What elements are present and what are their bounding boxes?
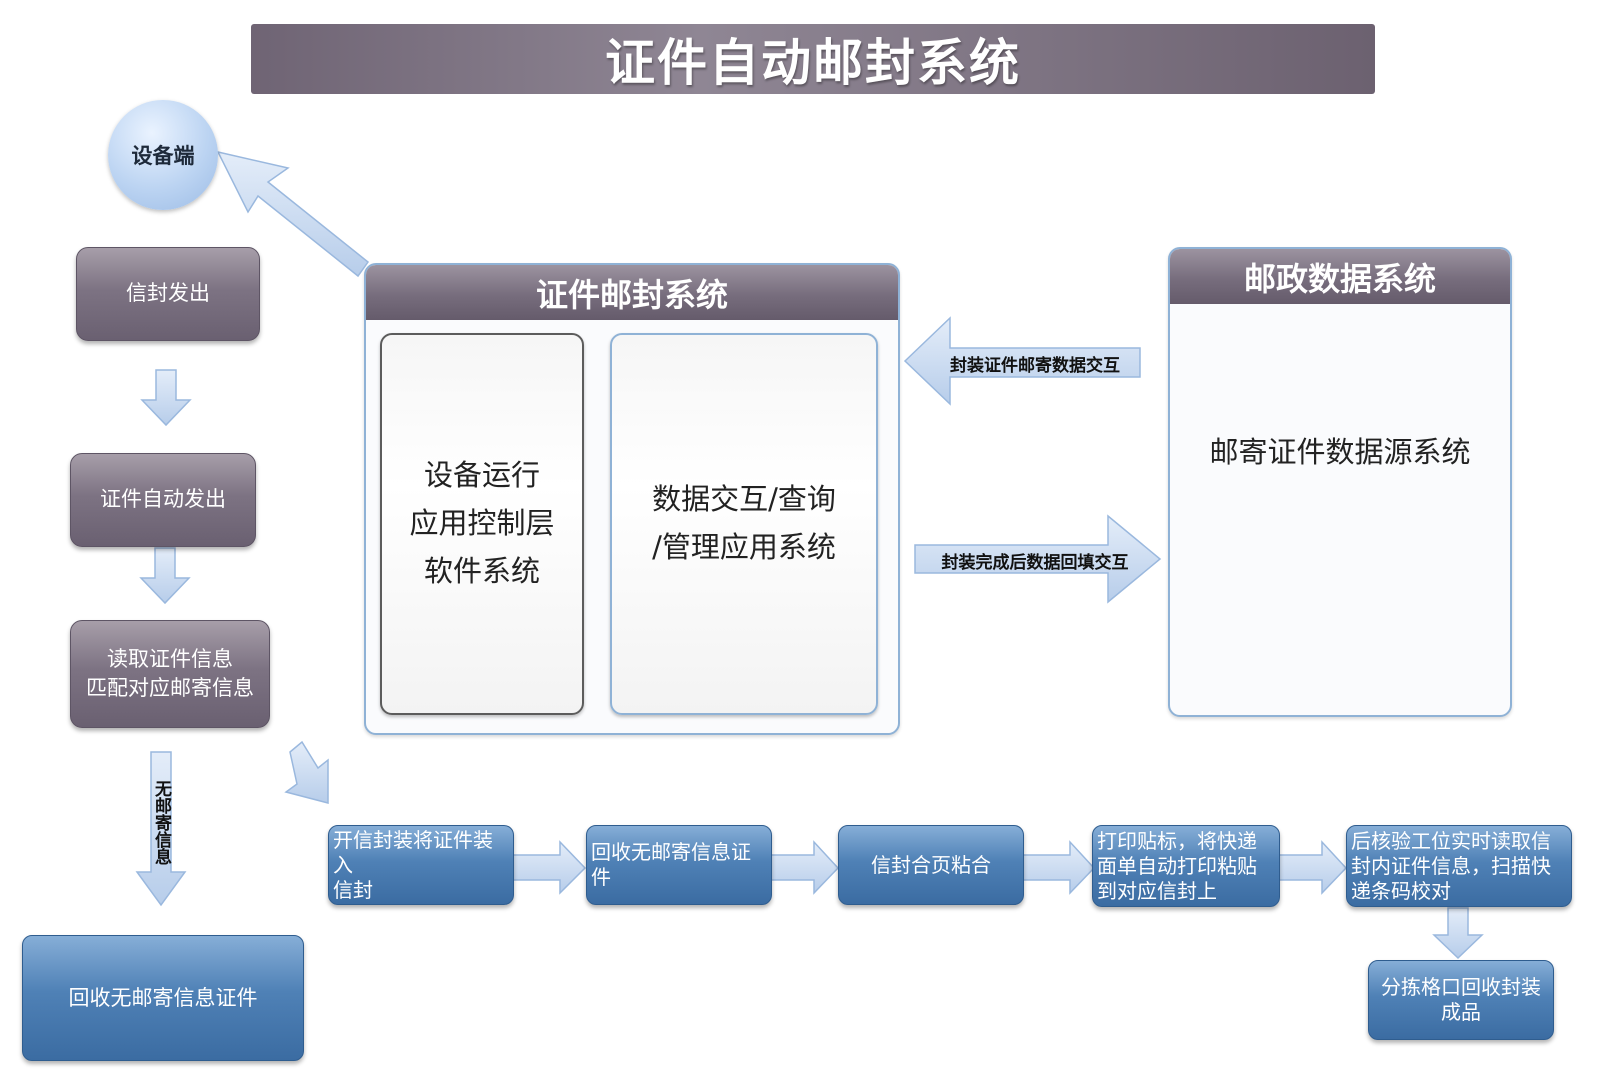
step-cert-auto-out: 证件自动发出 (70, 453, 256, 547)
step-print-label-line3: 到对应信封上 (1097, 878, 1217, 903)
step-sort-finished: 分拣格口回收封装 成品 (1368, 960, 1554, 1040)
step-verify-scan-line2: 封内证件信息，扫描快 (1351, 853, 1551, 878)
interaction-to-postal-label: 封装完成后数据回填交互 (941, 552, 1129, 573)
step-recycle-cert: 回收无邮寄信息证件 (586, 825, 772, 905)
step-print-label: 打印贴标，将快递 面单自动打印粘贴 到对应信封上 (1092, 825, 1280, 907)
step-read-cert-info: 读取证件信息 匹配对应邮寄信息 (70, 620, 270, 728)
step-cert-auto-out-label: 证件自动发出 (100, 487, 226, 512)
arrow-down-1 (140, 369, 192, 427)
title-banner: 证件自动邮封系统 (251, 24, 1375, 94)
arrow-down-2 (139, 547, 191, 605)
step-pack-envelope-line2: 信封 (333, 877, 373, 902)
arrow-to-cert-system (903, 316, 1141, 406)
postal-system-title: 邮政数据系统 (1243, 259, 1436, 298)
step-read-cert-info-line1: 读取证件信息 (107, 646, 233, 671)
data-management-box: 数据交互/查询 /管理应用系统 (610, 333, 878, 715)
step-pack-envelope: 开信封装将证件装入 信封 (328, 825, 514, 905)
interaction-to-cert-label: 封装证件邮寄数据交互 (950, 355, 1120, 376)
reject-box: 回收无邮寄信息证件 (22, 935, 304, 1061)
page-title: 证件自动邮封系统 (605, 34, 1021, 92)
step-glue-envelope: 信封合页粘合 (838, 825, 1024, 905)
cert-system-title: 证件邮封系统 (535, 275, 728, 314)
postal-system-header: 邮政数据系统 (1170, 249, 1510, 304)
arrow-h-2 (769, 840, 840, 895)
step-pack-envelope-line1: 开信封装将证件装入 (333, 827, 493, 877)
branch-label: 无邮寄信息 (151, 780, 171, 865)
arrow-to-device (216, 150, 370, 278)
cert-system-panel: 证件邮封系统 设备运行 应用控制层 软件系统 数据交互/查询 /管理应用系统 (364, 263, 900, 735)
device-control-software-box: 设备运行 应用控制层 软件系统 (380, 333, 584, 715)
arrow-to-bottom-flow (284, 740, 329, 804)
postal-system-body: 邮寄证件数据源系统 (1209, 435, 1471, 469)
device-control-line2: 应用控制层 (409, 506, 555, 541)
arrow-to-postal-system (914, 514, 1162, 604)
step-read-cert-info-line2: 匹配对应邮寄信息 (86, 676, 254, 700)
arrow-h-1 (511, 840, 587, 895)
step-sort-finished-line1: 分拣格口回收封装 (1381, 975, 1541, 999)
step-print-label-line2: 面单自动打印粘贴 (1097, 853, 1257, 878)
arrow-down-final (1432, 907, 1484, 960)
data-management-line2: /管理应用系统 (652, 530, 836, 564)
arrow-h-4 (1275, 840, 1348, 895)
data-management-line1: 数据交互/查询 (652, 482, 836, 517)
reject-box-label: 回收无邮寄信息证件 (68, 985, 258, 1010)
step-verify-scan: 后核验工位实时读取信 封内证件信息，扫描快 递条码校对 (1346, 825, 1572, 907)
arrow-h-3 (1021, 840, 1096, 895)
cert-system-header: 证件邮封系统 (366, 265, 898, 320)
step-sort-finished-line2: 成品 (1441, 1000, 1481, 1024)
device-control-line1: 设备运行 (423, 458, 540, 493)
arrow-down-branch (135, 751, 187, 907)
step-glue-envelope-label: 信封合页粘合 (871, 852, 991, 877)
step-envelope-out-label: 信封发出 (126, 281, 210, 306)
device-node: 设备端 (108, 100, 218, 210)
step-envelope-out: 信封发出 (76, 247, 260, 341)
device-control-line3: 软件系统 (423, 553, 540, 588)
step-verify-scan-line1: 后核验工位实时读取信 (1351, 828, 1551, 853)
postal-system-panel: 邮政数据系统 邮寄证件数据源系统 (1168, 247, 1512, 717)
step-recycle-cert-label: 回收无邮寄信息证件 (591, 840, 751, 889)
step-print-label-line1: 打印贴标，将快递 (1097, 828, 1257, 853)
step-verify-scan-line3: 递条码校对 (1351, 878, 1451, 903)
